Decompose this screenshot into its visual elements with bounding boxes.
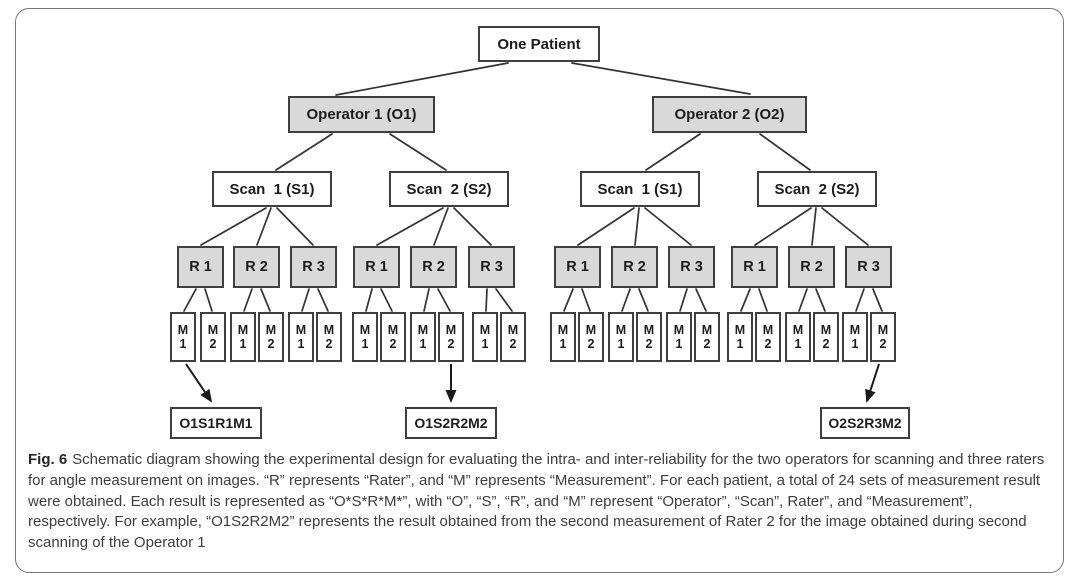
m-letter: M [417, 323, 429, 337]
figure-label: Fig. 6 [28, 451, 68, 468]
m-letter: M [323, 323, 335, 337]
m-number: 1 [851, 337, 859, 351]
m-letter: M [762, 323, 774, 337]
m-number: 1 [179, 337, 187, 351]
m-letter: M [792, 323, 804, 337]
m-number: 2 [587, 337, 595, 351]
m-number: 1 [419, 337, 427, 351]
m-letter: M [295, 323, 307, 337]
rater-node: R 2 [410, 246, 457, 288]
node-operator-2: Operator 2 (O2) [652, 96, 807, 133]
m-letter: M [507, 323, 519, 337]
m-letter: M [734, 323, 746, 337]
m-number: 2 [764, 337, 772, 351]
node-scan-o2-s2: Scan 2 (S2) [757, 171, 877, 207]
node-one-patient: One Patient [478, 26, 600, 62]
m-number: 2 [509, 337, 517, 351]
m-number: 1 [794, 337, 802, 351]
m-letter: M [643, 323, 655, 337]
m-letter: M [615, 323, 627, 337]
rater-node: R 2 [788, 246, 835, 288]
m-number: 2 [822, 337, 830, 351]
m-letter: M [673, 323, 685, 337]
rater-node: R 2 [611, 246, 658, 288]
m-number: 2 [389, 337, 397, 351]
result-label-o2s2r3m2: O2S2R3M2 [820, 407, 910, 439]
m-letter: M [877, 323, 889, 337]
m-letter: M [849, 323, 861, 337]
m-letter: M [359, 323, 371, 337]
rater-node: R 1 [353, 246, 400, 288]
m-number: 1 [481, 337, 489, 351]
m-number: 2 [703, 337, 711, 351]
node-operator-1: Operator 1 (O1) [288, 96, 435, 133]
node-scan-o2-s1: Scan 1 (S1) [580, 171, 700, 207]
m-letter: M [237, 323, 249, 337]
m-number: 2 [879, 337, 887, 351]
m-number: 2 [267, 337, 275, 351]
m-letter: M [701, 323, 713, 337]
m-letter: M [177, 323, 189, 337]
rater-node: R 3 [290, 246, 337, 288]
rater-node: R 2 [233, 246, 280, 288]
m-letter: M [585, 323, 597, 337]
m-letter: M [557, 323, 569, 337]
m-number: 1 [675, 337, 683, 351]
m-letter: M [207, 323, 219, 337]
m-letter: M [265, 323, 277, 337]
m-letter: M [479, 323, 491, 337]
result-label-o1s2r2m2: O1S2R2M2 [405, 407, 497, 439]
rater-node: R 1 [177, 246, 224, 288]
node-scan-o1-s2: Scan 2 (S2) [389, 171, 509, 207]
rater-node: R 3 [668, 246, 715, 288]
m-letter: M [387, 323, 399, 337]
result-label-o1s1r1m1: O1S1R1M1 [170, 407, 262, 439]
m-number: 2 [645, 337, 653, 351]
m-number: 2 [209, 337, 217, 351]
m-number: 1 [361, 337, 369, 351]
rater-node: R 3 [845, 246, 892, 288]
m-letter: M [445, 323, 457, 337]
caption-text: Schematic diagram showing the experiment… [28, 451, 1045, 552]
m-number: 1 [239, 337, 247, 351]
rater-node: R 1 [731, 246, 778, 288]
m-number: 2 [325, 337, 333, 351]
m-number: 2 [447, 337, 455, 351]
rater-node: R 1 [554, 246, 601, 288]
m-number: 1 [559, 337, 567, 351]
m-number: 1 [617, 337, 625, 351]
m-letter: M [820, 323, 832, 337]
m-number: 1 [736, 337, 744, 351]
node-scan-o1-s1: Scan 1 (S1) [212, 171, 332, 207]
m-number: 1 [297, 337, 305, 351]
rater-node: R 3 [468, 246, 515, 288]
